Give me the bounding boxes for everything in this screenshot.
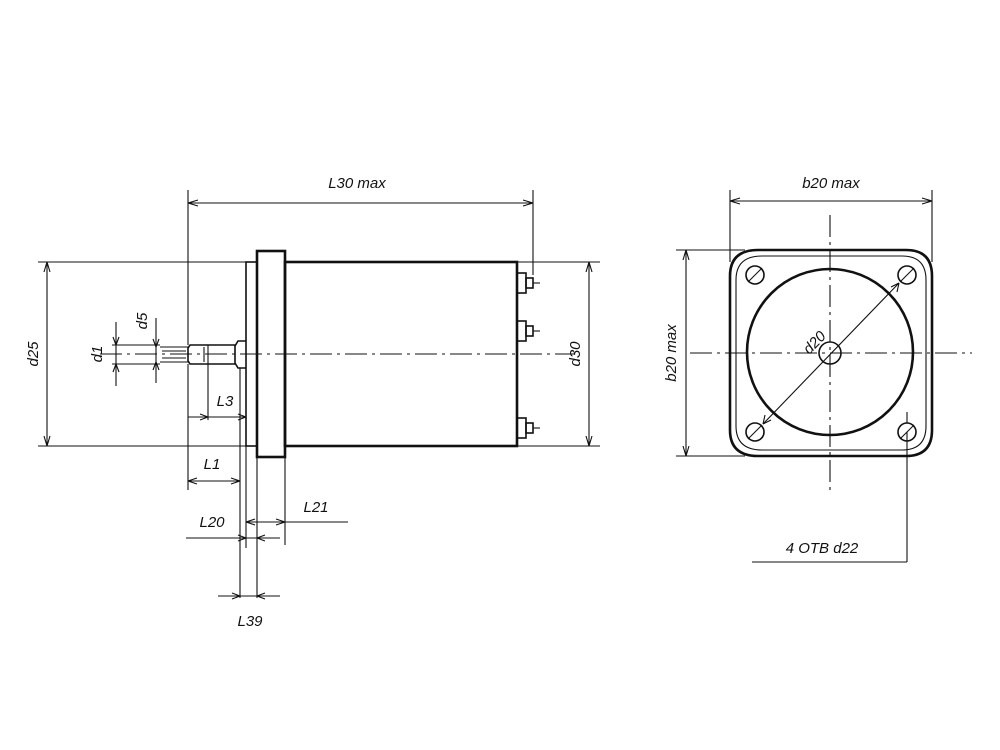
dim-b20-side: b20 max (663, 249, 745, 457)
rear-terminals (516, 272, 540, 439)
mounting-hole (745, 422, 765, 442)
terminal-screw (516, 272, 540, 294)
side-view: L30 max d25 d30 d1 (25, 175, 600, 630)
end-flange-outline (728, 248, 934, 458)
dim-L21: L21 (245, 446, 348, 548)
label-b20-top: b20 max (802, 175, 860, 192)
mounting-hole (745, 265, 765, 285)
label-b20-side: b20 max (663, 324, 680, 382)
dim-L20: L20 (186, 457, 280, 598)
label-holes: 4 ОТВ d22 (786, 540, 859, 557)
label-L1: L1 (204, 456, 221, 473)
mounting-holes (745, 265, 917, 442)
holes-leader: 4 ОТВ d22 (752, 412, 908, 563)
dim-b20-top: b20 max (729, 175, 933, 262)
end-flange-inner (735, 255, 927, 451)
label-d25: d25 (25, 341, 42, 367)
terminal-screw (516, 320, 540, 342)
terminal-screw (516, 417, 540, 439)
label-d5: d5 (134, 312, 151, 329)
label-L3: L3 (217, 393, 234, 410)
end-view: d20 b20 max b20 max 4 ОТВ d22 (663, 175, 972, 563)
label-L39: L39 (237, 613, 263, 630)
label-L20: L20 (199, 514, 225, 531)
label-L21: L21 (303, 499, 328, 516)
dim-d25: d25 (25, 261, 246, 447)
mounting-hole (897, 265, 917, 285)
dim-L1: L1 (187, 364, 241, 598)
label-L30: L30 max (328, 175, 386, 192)
label-d1: d1 (89, 346, 106, 363)
shaft-hub (234, 340, 246, 369)
dim-L3: L3 (188, 364, 247, 421)
dim-L30: L30 max (187, 175, 534, 345)
dim-d5: d5 (134, 312, 160, 383)
dim-L39: L39 (218, 592, 280, 630)
label-d30: d30 (567, 341, 584, 367)
dim-d1: d1 (89, 322, 160, 386)
dim-d30: d30 (517, 261, 600, 447)
